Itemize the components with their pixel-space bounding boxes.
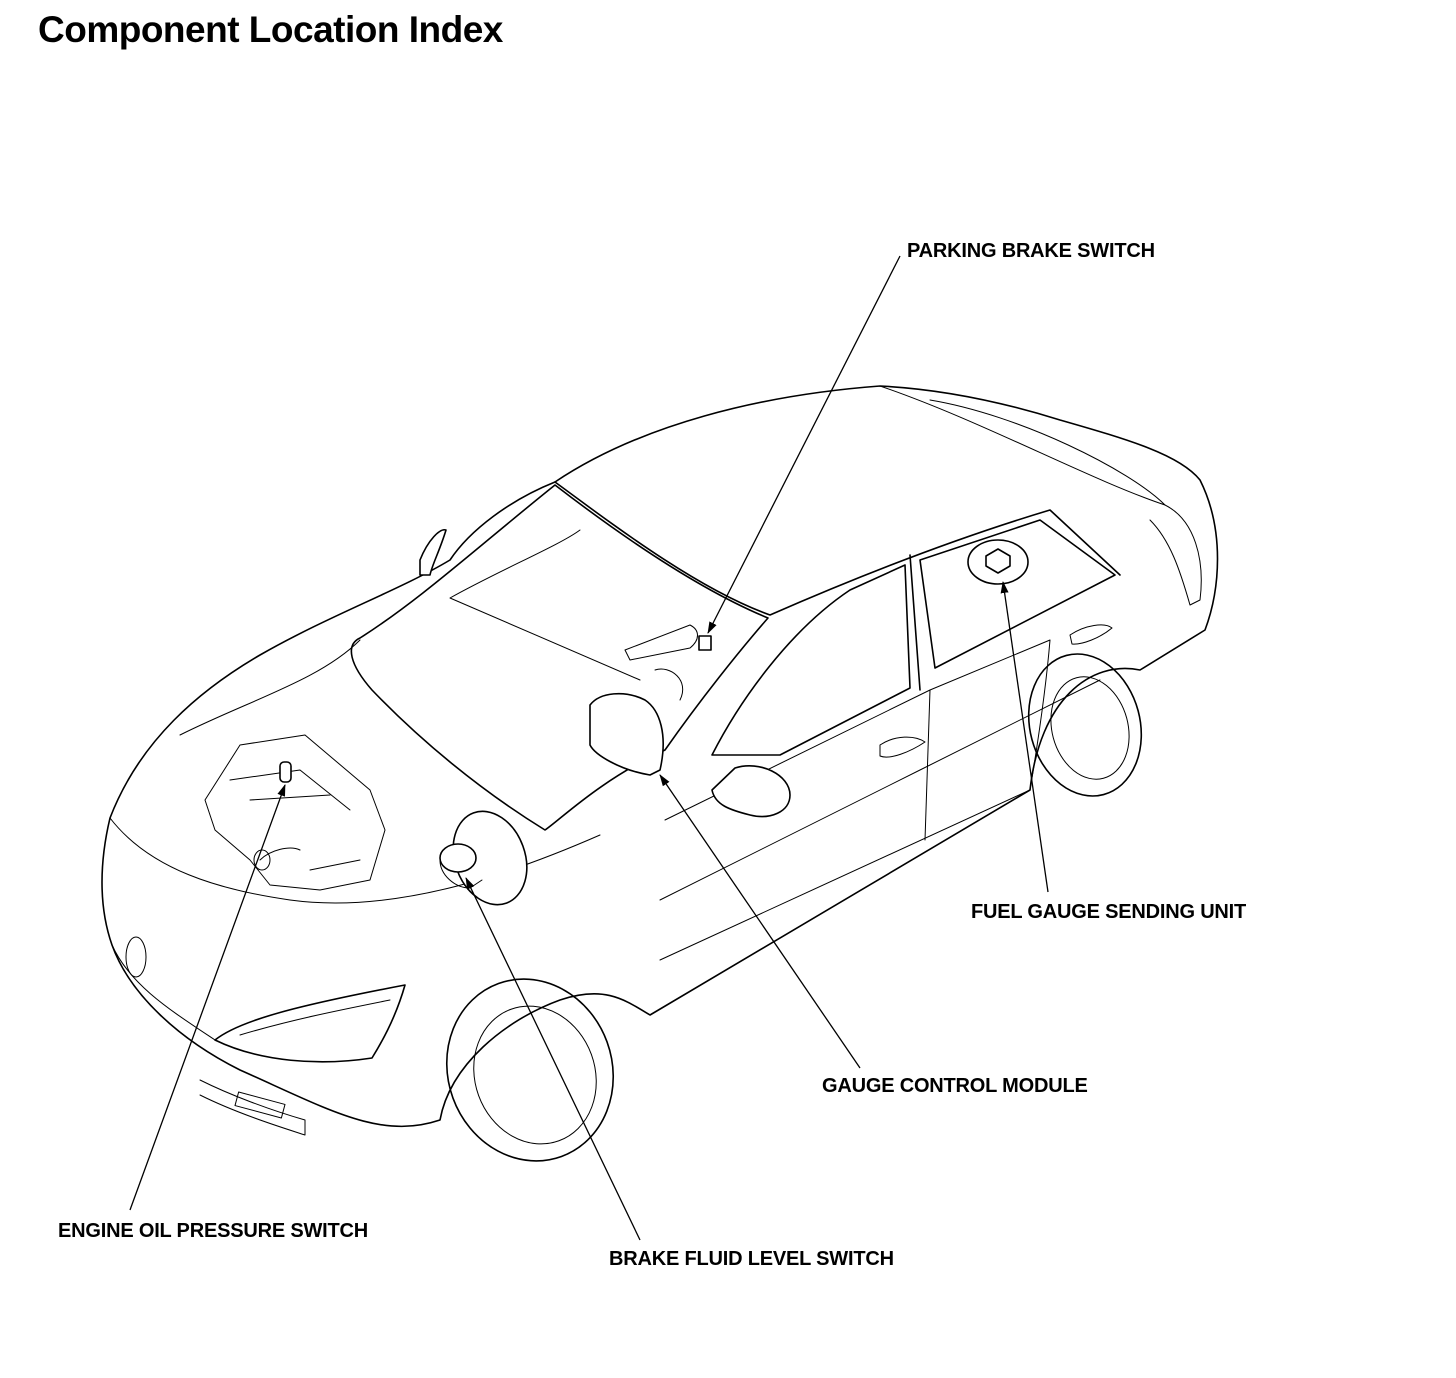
gauge-control-module-part (589, 692, 664, 776)
label-engine-oil-pressure-switch: ENGINE OIL PRESSURE SWITCH (58, 1220, 369, 1242)
engine-block (204, 734, 386, 891)
front-wheel (445, 978, 615, 1162)
windshield (350, 484, 769, 831)
rear-window (879, 385, 1166, 506)
leader-parking-brake-switch (707, 255, 901, 634)
car-body-outline (101, 385, 1219, 1128)
front-wheel-rim (473, 1005, 597, 1145)
headlight (214, 984, 406, 1063)
rear-door-window (919, 519, 1116, 669)
front-bumper (111, 944, 306, 1136)
steering-area (654, 668, 683, 701)
page-title: Component Location Index (38, 9, 503, 50)
rear-wheel (1027, 653, 1143, 797)
sill-line (659, 789, 1031, 961)
engine-detail (229, 769, 361, 871)
fog-light (125, 936, 147, 978)
engine-pulley (253, 849, 271, 871)
leader-fuel-gauge-sending-unit (1000, 581, 1049, 893)
leader-brake-fluid-level-switch (465, 877, 641, 1241)
trunk-line (1149, 504, 1202, 606)
dashboard (624, 624, 698, 661)
parking-brake-switch-part (698, 635, 712, 651)
door-line-front (664, 689, 931, 841)
leader-engine-oil-pressure-switch (129, 784, 286, 1211)
engine-oil-pressure-switch-part (279, 761, 292, 783)
rear-wheel-rim (1050, 676, 1130, 780)
roof-line (554, 481, 1121, 616)
brake-fluid-level-switch-part (439, 843, 477, 873)
front-door-window (711, 564, 911, 756)
door-handle-front (879, 736, 926, 758)
door-line-rear (929, 639, 1051, 791)
label-fuel-gauge-sending-unit: FUEL GAUGE SENDING UNIT (971, 901, 1247, 923)
front-plate (234, 1091, 286, 1119)
door-handle-rear (1069, 624, 1113, 645)
body-crease (659, 679, 1101, 901)
label-gauge-control-module: GAUGE CONTROL MODULE (822, 1075, 1088, 1097)
wiper-area (449, 529, 641, 681)
side-mirror (711, 765, 791, 818)
car-outline (101, 385, 1219, 1162)
headlight-inner (239, 999, 391, 1036)
label-parking-brake-switch: PARKING BRAKE SWITCH (907, 240, 1155, 262)
hood-crease (179, 639, 361, 736)
fuel-gauge-sending-unit-cap (985, 548, 1011, 574)
antenna (419, 529, 447, 576)
b-pillar (909, 554, 921, 691)
leader-gauge-control-module (659, 774, 861, 1069)
label-brake-fluid-level-switch: BRAKE FLUID LEVEL SWITCH (609, 1248, 894, 1270)
